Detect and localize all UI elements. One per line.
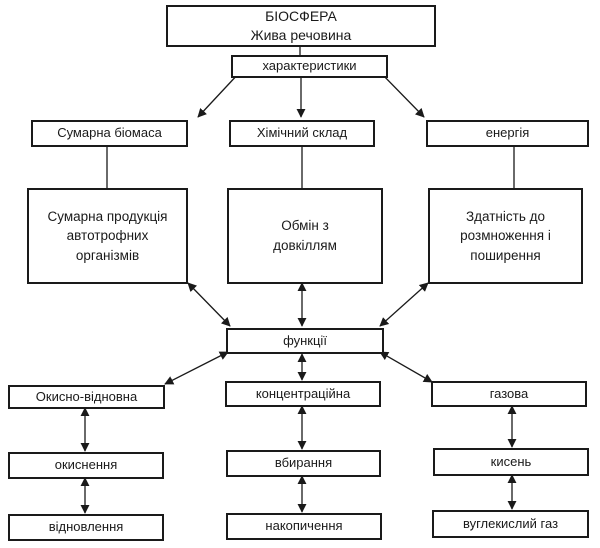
node-carbon-dioxide-label: вуглекислий газ [462, 515, 559, 531]
node-total-biomass: Сумарна біомаса [31, 120, 188, 147]
node-oxidation: окиснення [8, 452, 164, 479]
node-reproduction-line3: поширення [470, 247, 541, 263]
node-oxygen: кисень [433, 448, 589, 476]
node-concentration-label: концентраційна [255, 385, 351, 401]
node-reproduction: Здатність до розмноження і поширення [428, 188, 583, 284]
node-total-production: Сумарна продукція автотрофних організмів [27, 188, 188, 284]
node-energy: енергія [426, 120, 589, 147]
node-gas: газова [431, 381, 587, 407]
edge-reproduction-functions [379, 282, 429, 327]
node-characteristics: характеристики [231, 55, 388, 78]
node-carbon-dioxide: вуглекислий газ [432, 510, 589, 538]
node-reproduction-line1: Здатність до [466, 208, 545, 224]
edge-functions-gas [379, 351, 433, 383]
node-functions: функції [226, 328, 384, 354]
node-reduction-label: відновлення [48, 519, 124, 535]
node-biosphere-line2: Жива речовина [250, 27, 352, 43]
node-exchange: Обмін з довкіллям [227, 188, 383, 284]
node-biosphere: БІОСФЕРА Жива речовина [166, 5, 436, 47]
node-accumulation: накопичення [226, 513, 382, 540]
node-total-production-line1: Сумарна продукція [47, 208, 168, 224]
node-chemical-composition-label: Хімічний склад [256, 125, 348, 141]
node-gas-label: газова [489, 385, 529, 401]
node-total-production-line3: організмів [75, 247, 140, 263]
node-energy-label: енергія [485, 125, 530, 141]
node-chemical-composition: Хімічний склад [229, 120, 375, 147]
edge-characteristics-total-biomass [197, 71, 241, 118]
node-reproduction-line2: розмноження і [460, 228, 551, 244]
node-exchange-line2: довкіллям [273, 238, 337, 253]
edge-functions-redox [164, 351, 229, 385]
node-exchange-line1: Обмін з [281, 218, 329, 234]
node-redox: Окисно-відновна [8, 385, 165, 409]
node-concentration: концентраційна [225, 381, 381, 407]
node-absorption-label: вбирання [274, 455, 333, 471]
node-characteristics-label: характеристики [262, 58, 357, 74]
node-accumulation-label: накопичення [265, 518, 343, 534]
node-biosphere-line1: БІОСФЕРА [265, 8, 337, 25]
node-total-biomass-label: Сумарна біомаса [57, 125, 162, 141]
node-redox-label: Окисно-відновна [35, 388, 138, 404]
edge-characteristics-energy [379, 71, 425, 118]
node-oxidation-label: окиснення [54, 457, 118, 473]
node-oxygen-label: кисень [490, 453, 532, 469]
edge-production-functions [187, 282, 231, 327]
node-total-production-line2: автотрофних [66, 228, 149, 244]
node-absorption: вбирання [226, 450, 381, 477]
node-reduction: відновлення [8, 514, 164, 541]
node-functions-label: функції [283, 332, 327, 348]
